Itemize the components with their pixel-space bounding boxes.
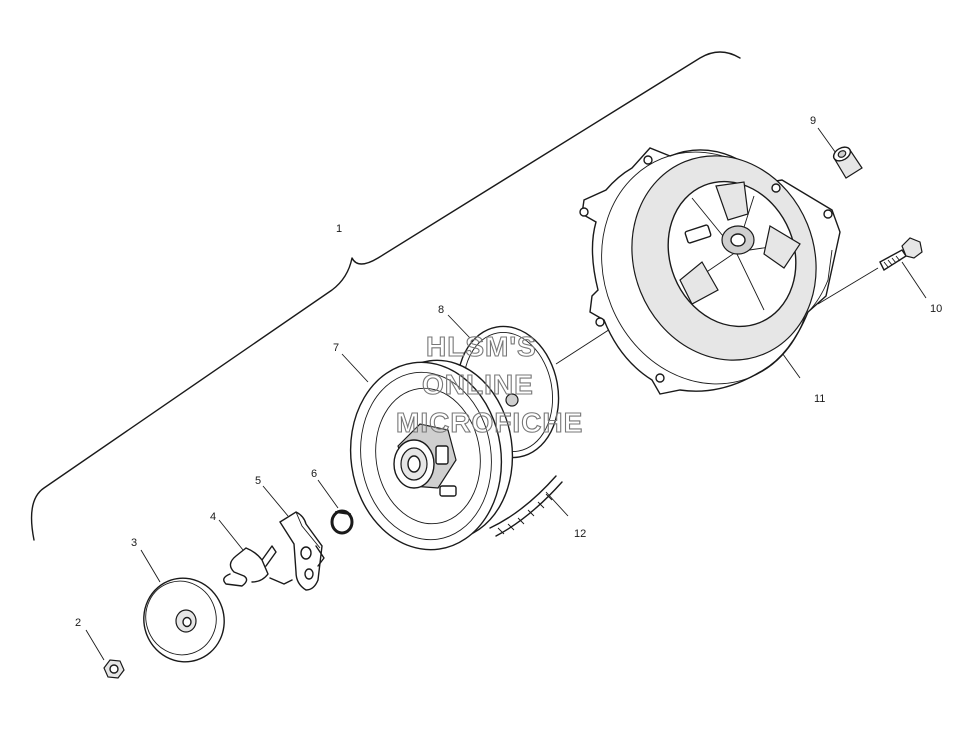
- callout-1: 1: [336, 223, 342, 235]
- callout-8: 8: [438, 304, 444, 316]
- watermark: HLSM'S ONLINE MICROFICHE: [395, 330, 583, 438]
- part-2-flange-nut: [103, 659, 125, 679]
- callout-11: 11: [814, 393, 825, 405]
- part-10-bolt: [879, 237, 923, 272]
- assembly-bracket: [30, 51, 741, 541]
- callout-9: 9: [810, 115, 816, 127]
- callout-6: 6: [311, 468, 317, 480]
- watermark-line-3: MICROFICHE: [396, 407, 583, 438]
- part-11-starter-housing: [579, 147, 841, 395]
- part-12-starter-rope: [489, 475, 563, 537]
- part-4-wire-spring: [223, 545, 293, 587]
- callout-12: 12: [574, 528, 586, 540]
- callout-5: 5: [255, 475, 261, 487]
- callout-10: 10: [930, 303, 942, 315]
- part-9-bushing: [832, 146, 863, 179]
- callout-3: 3: [131, 537, 137, 549]
- watermark-line-2: ONLINE: [422, 369, 534, 400]
- part-6-spring-clip: [330, 509, 354, 535]
- part-5-pawl: [279, 511, 325, 591]
- callout-2: 2: [75, 617, 81, 629]
- part-3-cover-plate: [143, 577, 225, 663]
- part-7-rope-pulley: [349, 359, 514, 551]
- callout-4: 4: [210, 511, 216, 523]
- watermark-line-1: HLSM'S: [426, 331, 537, 362]
- callout-7: 7: [333, 342, 339, 354]
- callout-labels: 1 2 3 4 5 6 7 8 9 10 11 12: [75, 115, 942, 629]
